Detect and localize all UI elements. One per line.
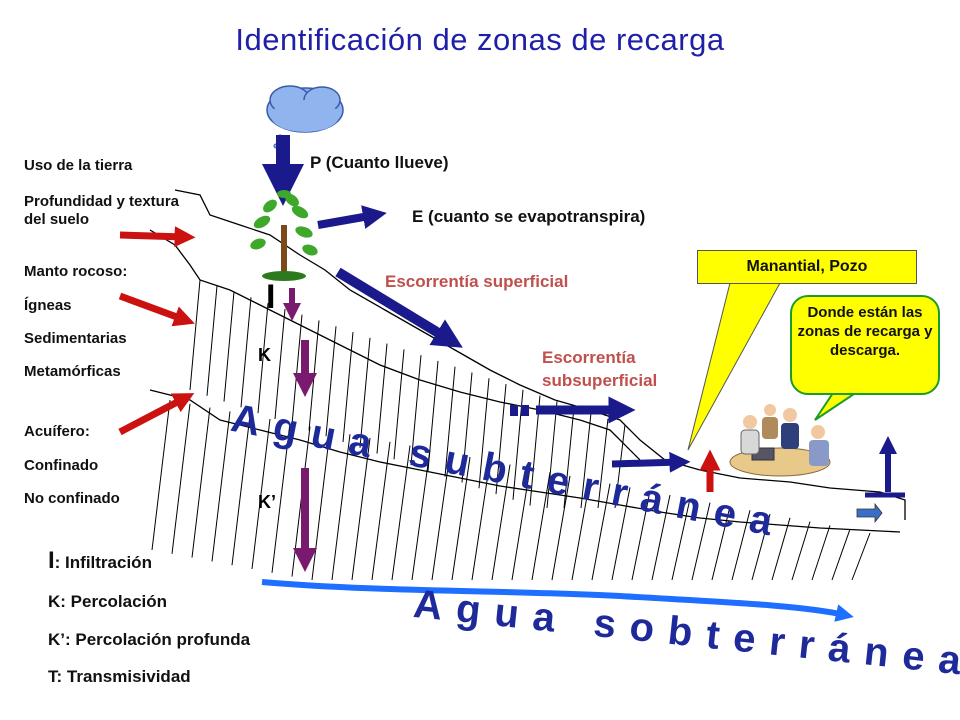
hatch-line: [478, 378, 490, 489]
legend-infiltracion: I: Infiltración: [48, 547, 152, 575]
hatch-line: [291, 314, 303, 425]
symbol-k-prime: K’: [258, 492, 276, 512]
aquifer-top-line: [149, 389, 901, 533]
label-igneas: Ígneas: [24, 297, 72, 314]
hatch-line: [511, 468, 531, 581]
hatch-line: [451, 456, 471, 581]
label-surface-runoff: Escorrentía superficial: [385, 272, 569, 291]
hatch-line: [563, 407, 575, 509]
callout-zonas-recarga: Donde están las zonas de recarga y desca…: [790, 295, 940, 395]
hatch-line: [791, 521, 811, 581]
hatch-line: [206, 285, 218, 396]
hatch-line: [751, 513, 771, 581]
hatch-line: [471, 460, 491, 581]
label-subsurface-runoff: Escorrentía subsuperficial: [542, 348, 658, 390]
hatch-line: [597, 418, 609, 509]
hatch-line: [410, 355, 422, 466]
hatch-line: [671, 498, 691, 581]
hatch-line: [731, 510, 751, 581]
hatch-line: [240, 297, 252, 408]
hatch-line: [495, 383, 507, 495]
hatch-line: [591, 483, 611, 581]
hatch-line: [431, 453, 451, 581]
label-uso-tierra: Uso de la tierra: [24, 157, 133, 174]
legend-percolacion: K: Percolación: [48, 592, 168, 611]
soil-factor-arrow: [119, 226, 196, 248]
ground-surface-line: [174, 189, 906, 520]
symbol-k: K: [258, 345, 271, 365]
label-evapotranspiration: E (cuanto se evapotranspira): [412, 207, 646, 226]
hatch-line: [191, 407, 211, 558]
hatch-line: [491, 464, 511, 581]
hatch-line: [371, 441, 391, 581]
legend-transmisividad: T: Transmisividad: [48, 667, 191, 686]
people-meeting-icon: [729, 404, 831, 477]
bedrock-line: [149, 229, 641, 461]
surface-runoff-arrow: [335, 267, 463, 348]
hatch-line: [411, 449, 431, 581]
hatch-line: [691, 502, 711, 581]
hatch-line: [711, 506, 731, 581]
cloud-icon: [266, 85, 344, 149]
groundwater-flow-arrow: [261, 579, 854, 622]
hatch-line: [231, 415, 251, 566]
label-profundidad-suelo: Profundidad y textura del suelo: [24, 193, 180, 228]
label-sedimentarias: Sedimentarias: [24, 330, 127, 347]
label-metamorficas: Metamórficas: [24, 363, 121, 380]
hatch-line: [251, 418, 271, 570]
hatch-line: [331, 434, 351, 581]
aquifer-factor-arrow: [118, 393, 195, 436]
label-precipitation: P (Cuanto llueve): [310, 153, 449, 172]
hatch-line: [546, 401, 558, 509]
hatch-line: [851, 532, 871, 581]
hatch-line: [351, 437, 371, 581]
hatch-line: [151, 399, 171, 551]
hatch-line: [531, 472, 551, 581]
evapotranspiration-arrow: [317, 205, 387, 229]
spring-inflow-arrow: [611, 451, 691, 473]
hatch-line: [444, 366, 456, 477]
hatch-line: [580, 412, 592, 509]
hatch-line: [551, 475, 571, 581]
hatch-line: [211, 411, 231, 562]
hatch-line: [342, 331, 354, 443]
hatch-line: [461, 372, 473, 483]
hatch-line: [771, 517, 791, 581]
well-icon: [856, 436, 905, 524]
hatch-line: [571, 479, 591, 581]
page-title: Identificación de zonas de recarga: [235, 22, 725, 57]
hatch-line: [376, 343, 388, 454]
label-manto-rocoso: Manto rocoso:: [24, 263, 128, 280]
label-acuifero: Acuífero:: [24, 423, 90, 440]
hatch-line: [171, 403, 191, 554]
hatch-line: [651, 494, 671, 581]
subsurface-runoff-arrow: [510, 396, 636, 424]
callout-manantial-pozo: Manantial, Pozo: [697, 250, 917, 284]
label-confinado: Confinado: [24, 457, 99, 474]
hatch-line: [611, 487, 631, 581]
bedrock-factor-arrow: [118, 292, 195, 327]
hatch-line: [811, 525, 831, 581]
hatch-line: [831, 529, 851, 581]
hatch-line: [391, 445, 411, 581]
hatch-line: [189, 279, 201, 391]
label-no-confinado: No confinado: [24, 490, 120, 507]
hatch-line: [359, 337, 371, 448]
legend-percolacion-profunda: K’: Percolación profunda: [48, 630, 251, 649]
hatch-line: [631, 491, 651, 581]
symbol-i: I: [266, 278, 276, 316]
hatch-line: [257, 303, 269, 414]
hatch-line: [393, 349, 405, 460]
hatch-line: [325, 326, 337, 437]
tree-icon: [250, 190, 318, 281]
hatch-line: [274, 308, 286, 419]
hatch-line: [223, 291, 235, 402]
hatch-line: [271, 422, 291, 573]
legend-i-text: : Infiltración: [54, 553, 152, 572]
legend-i-symbol: I: [48, 547, 55, 574]
